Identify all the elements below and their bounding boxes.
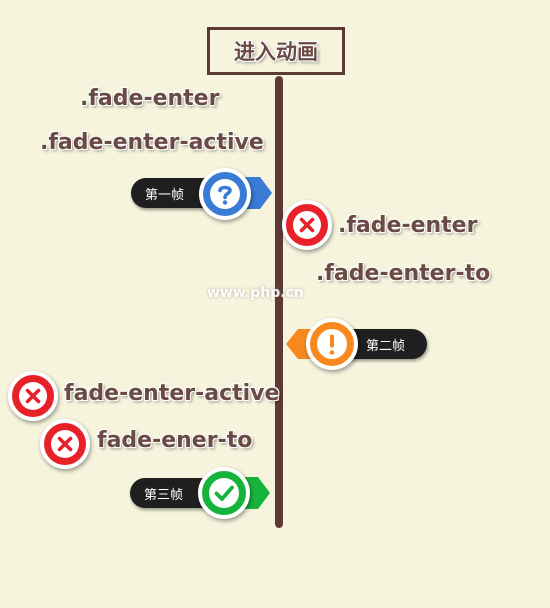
exclamation-icon [317, 329, 347, 359]
label-fade-enter-to: .fade-enter-to [316, 261, 491, 286]
x-icon [19, 382, 47, 410]
title-box: 进入动画 [207, 27, 345, 75]
frame2-label: 第二帧 [366, 338, 406, 354]
watermark: www.php.cn [207, 285, 304, 301]
x-icon [51, 430, 79, 458]
label-fade-enter-right: .fade-enter [338, 213, 478, 238]
frame1-label: 第一帧 [145, 187, 185, 203]
label-fade-ener-to: fade-ener-to [97, 428, 253, 453]
frame3-check-icon [198, 467, 250, 519]
frame1-question-icon [199, 168, 251, 220]
label-fade-enter-active-left: .fade-enter-active [40, 130, 264, 155]
timeline-axis [275, 76, 283, 528]
error-circle-left-2 [40, 419, 90, 469]
diagram-title: 进入动画 [234, 40, 318, 64]
label-fade-enter-active-bottom: fade-enter-active [64, 381, 280, 406]
x-icon [293, 211, 321, 239]
check-icon [209, 478, 239, 508]
label-fade-enter-left: .fade-enter [80, 86, 220, 111]
question-icon [210, 179, 240, 209]
error-circle-left-1 [8, 371, 58, 421]
frame3-label: 第三帧 [144, 487, 184, 503]
error-circle-right [282, 200, 332, 250]
frame2-exclamation-icon [306, 318, 358, 370]
